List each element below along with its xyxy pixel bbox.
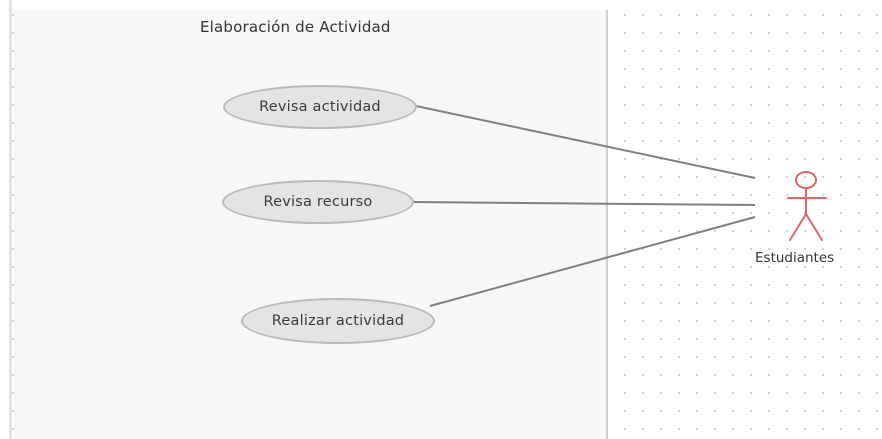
system-boundary-title: Elaboración de Actividad xyxy=(200,18,391,36)
association-line-revisa-recurso[interactable] xyxy=(412,201,756,206)
use-case-revisa-actividad[interactable]: Revisa actividad xyxy=(223,85,417,129)
association-line-realizar-actividad[interactable] xyxy=(429,216,756,307)
use-case-label: Realizar actividad xyxy=(271,313,405,329)
system-boundary[interactable] xyxy=(14,10,608,439)
association-line-revisa-actividad[interactable] xyxy=(415,105,756,179)
canvas-left-edge xyxy=(9,0,12,439)
actor-stick-figure-icon[interactable] xyxy=(782,168,832,248)
use-case-label: Revisa actividad xyxy=(259,99,381,115)
use-case-realizar-actividad[interactable]: Realizar actividad xyxy=(241,298,435,344)
actor-label: Estudiantes xyxy=(755,250,835,266)
use-case-label: Revisa recurso xyxy=(263,194,373,210)
use-case-revisa-recurso[interactable]: Revisa recurso xyxy=(222,180,414,224)
